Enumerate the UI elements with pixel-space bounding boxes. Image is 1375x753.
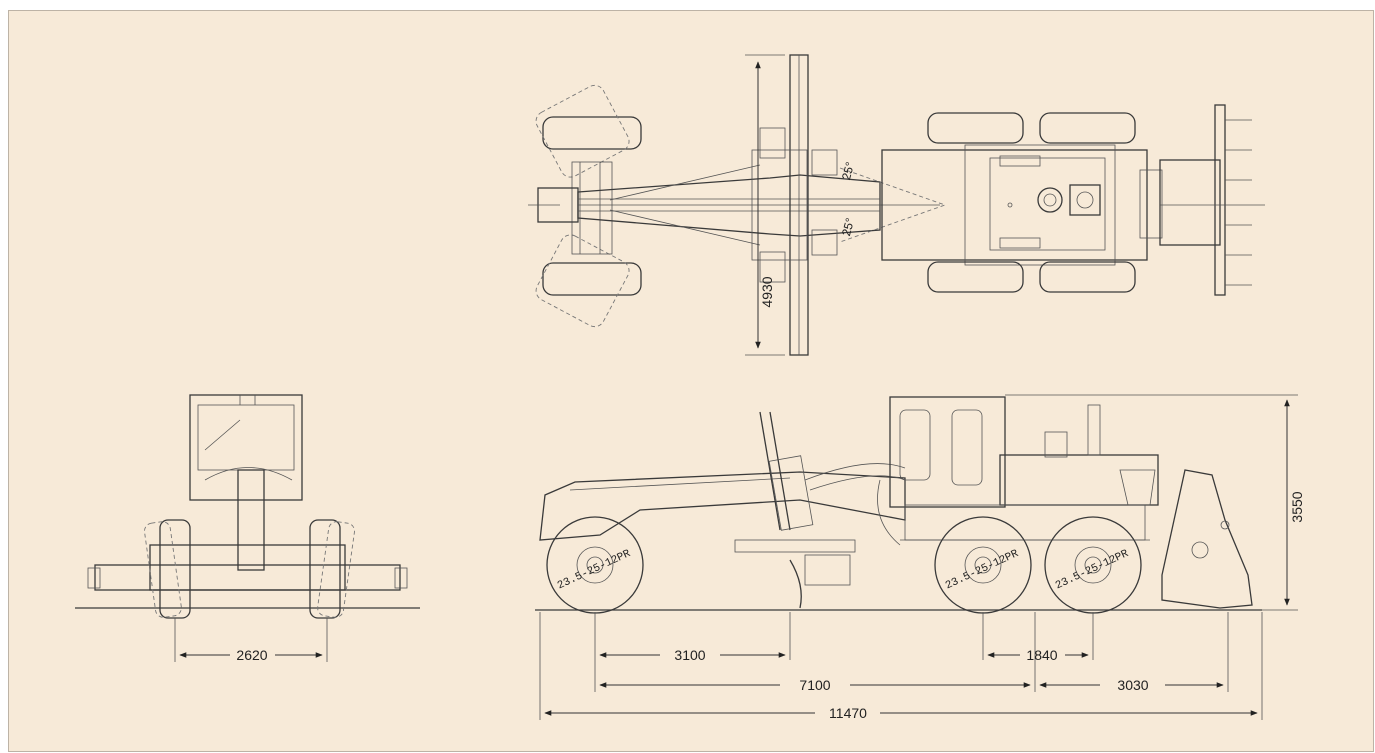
top-view bbox=[528, 54, 1265, 356]
top-ripper bbox=[1159, 104, 1265, 296]
dim-overall-length: 11470 bbox=[829, 705, 867, 721]
dim-blade-width: 4930 bbox=[759, 276, 775, 307]
dim-wheelbase: 7100 bbox=[799, 677, 830, 693]
dim-height: 3550 bbox=[1289, 491, 1305, 522]
top-blade bbox=[751, 54, 838, 356]
top-rear-wheels bbox=[927, 112, 1136, 293]
side-view bbox=[535, 394, 1298, 720]
angle-lower: 25° bbox=[839, 216, 857, 237]
tire-label-rear-1: 23.5-25-12PR bbox=[944, 548, 1021, 593]
tire-label-rear-2: 23.5-25-12PR bbox=[1054, 548, 1131, 593]
dimension-lines bbox=[179, 652, 1258, 716]
angle-upper: 25° bbox=[839, 160, 857, 181]
dim-track-width: 2620 bbox=[236, 647, 267, 663]
top-front-wheels bbox=[535, 84, 642, 328]
top-rear-body bbox=[881, 144, 1163, 266]
drawing-frame bbox=[8, 10, 1374, 752]
dim-front-to-blade: 3100 bbox=[674, 647, 705, 663]
dim-rear-overhang: 3030 bbox=[1117, 677, 1148, 693]
tire-label-front: 23.5-25-12PR bbox=[556, 548, 633, 593]
dim-tandem-spacing: 1840 bbox=[1026, 647, 1057, 663]
labels: 2620 3100 1840 7100 3030 11470 3550 4930… bbox=[236, 160, 1305, 721]
front-view bbox=[75, 394, 420, 662]
